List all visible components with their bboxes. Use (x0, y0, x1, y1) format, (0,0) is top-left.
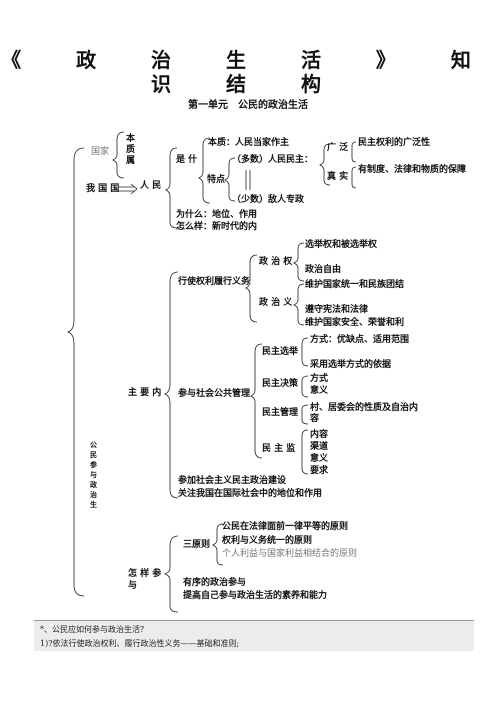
public-management-text: 参与社会公共管理 (178, 389, 251, 399)
democratic-decision-label: 民主决策 (262, 379, 299, 389)
people-label: 人 民 (140, 181, 162, 191)
orderly-participation-text: 有序的政治参与 (183, 578, 247, 588)
exercise-rights-text: 行使权利履行义务 (178, 277, 251, 287)
duties-item: 维护国家统一和民族团结 (305, 280, 405, 290)
supervision-item: 意义 (310, 454, 329, 464)
principle-item: 公民在法律面前一律平等的原则 (222, 522, 349, 532)
our-state-label: 我 国 国 (86, 184, 120, 194)
democratic-management-label: 民主管理 (262, 408, 299, 418)
democracy-building-text: 参加社会主义民主政治建设 (178, 476, 287, 486)
essence-text: 本质：人民当家作主 (208, 138, 290, 148)
state-label: 国家 (91, 147, 110, 157)
what-label: 是 什 (176, 155, 198, 165)
duties-item: 遵守宪法和法律 (305, 305, 369, 315)
rights-item: 政治自由 (305, 265, 342, 275)
international-attention-text: 关注我国在国际社会中的地位和作用 (178, 489, 323, 499)
unit-title: 第一单元 公民的政治生活 (188, 100, 308, 111)
democratic-election-label: 民主选举 (262, 347, 299, 357)
election-item: 采用选举方式的依据 (310, 360, 392, 370)
management-item: 村、居委会的性质及自治内容 (310, 403, 419, 424)
page-title: 《 政 治 生 活 》 知 识 结 构 (1, 48, 495, 96)
decision-item: 方式 (310, 374, 329, 384)
rights-item: 选举权和被选举权 (305, 240, 378, 250)
supervision-item: 渠道 (310, 442, 329, 452)
essence-attribute-label: 本质属 (126, 134, 136, 166)
majority-democracy-text: （多数）人民民主： (232, 155, 314, 165)
political-rights-label: 政 治 权 (259, 257, 293, 267)
real-label: 真 实 (327, 172, 349, 182)
minority-dictatorship-text: （少数）敌人专政 (232, 195, 305, 205)
features-label: 特点 (207, 175, 226, 185)
broad-detail-text: 民主权利的广泛性 (358, 138, 431, 148)
main-content-label: 主 要 内 (128, 388, 162, 398)
decision-item: 意义 (310, 386, 329, 396)
principle-item-grey: 个人利益与国家利益相结合的原则 (222, 549, 358, 559)
question-line: *、公民应如何参与政治生活？ (40, 625, 148, 634)
election-item: 方式：优缺点、适用范围 (310, 335, 410, 345)
principle-item: 权利与义务统一的原则 (222, 536, 313, 546)
duties-item: 维护国家安全、荣誉和利 (305, 318, 405, 328)
supervision-item: 内容 (310, 430, 329, 440)
why-text: 为什么：地位、作用 (176, 210, 258, 220)
citizen-participation-vertical-label: 公民参与政治生 (90, 440, 97, 509)
how-text: 怎么样：新时代的内 (176, 222, 258, 232)
improve-ability-text: 提高自己参与政治生活的素养和能力 (183, 591, 328, 601)
answer-line: 1)?依法行使政治权利、履行政治性义务——基础和准则; (40, 639, 240, 648)
three-principles-label: 三原则 (183, 540, 211, 550)
political-duties-label: 政 治 义 (259, 298, 293, 308)
real-detail-text: 有制度、法律和物质的保障 (358, 165, 467, 175)
question-box: *、公民应如何参与政治生活？ 1)?依法行使政治权利、履行政治性义务——基础和准… (34, 620, 474, 651)
how-participate-label: 怎 样 参 与 (128, 569, 162, 591)
supervision-item: 要求 (310, 466, 329, 476)
democratic-supervision-label: 民 主 监 (262, 444, 296, 454)
broad-label: 广 泛 (327, 143, 349, 153)
